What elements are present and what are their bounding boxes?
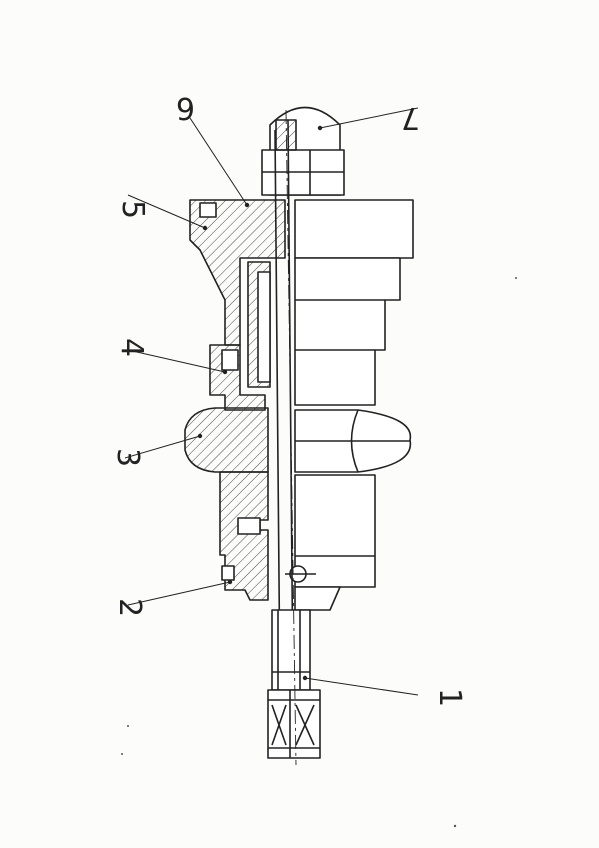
scan-specks <box>121 277 517 828</box>
callout-3: 3 <box>110 448 145 467</box>
leader-dots <box>197 125 323 681</box>
callout-2: 2 <box>112 598 147 617</box>
knurled-handle <box>267 689 321 759</box>
callout-6: 6 <box>176 90 195 125</box>
center-line <box>285 109 297 766</box>
spindle-part-1 <box>271 119 311 691</box>
valve-body-outline <box>285 199 414 611</box>
callout-7: 7 <box>401 100 420 135</box>
callout-5: 5 <box>115 200 150 219</box>
dome-nut-part-7 <box>261 106 345 196</box>
sectioned-housing <box>184 199 286 601</box>
callout-4: 4 <box>114 338 149 357</box>
callout-1: 1 <box>432 688 467 707</box>
leader-lines <box>124 107 419 696</box>
